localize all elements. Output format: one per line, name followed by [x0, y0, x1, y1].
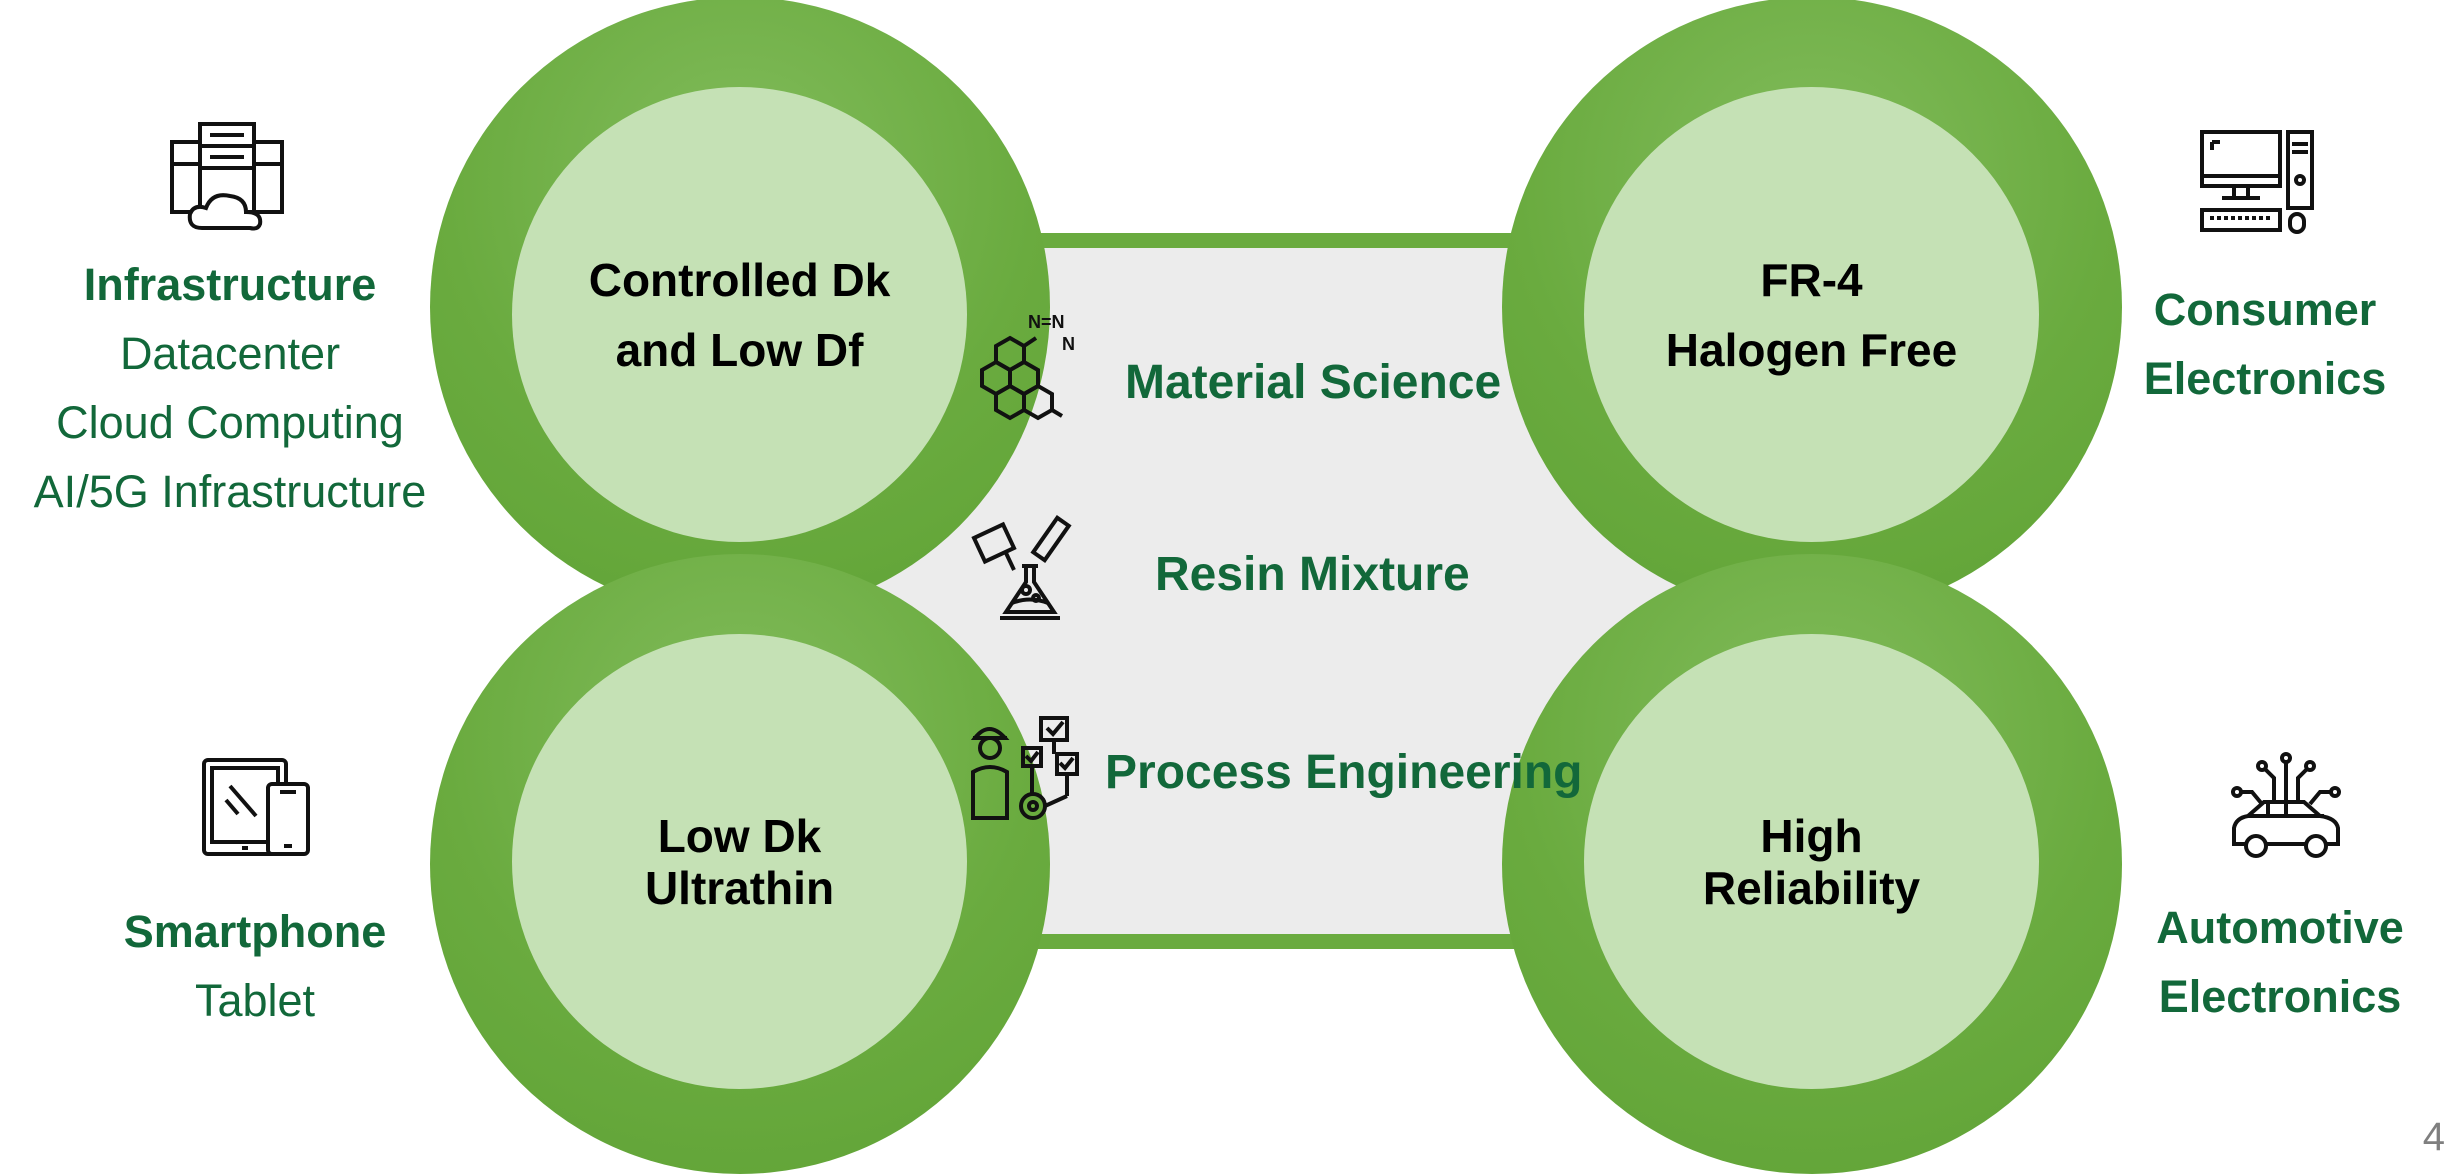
infrastructure-market: Infrastructure Datacenter Cloud Computin… — [5, 250, 455, 526]
engineer-process-icon — [970, 716, 1079, 820]
top-right-circle: FR-4 Halogen Free — [1584, 87, 2039, 542]
infrastructure-title: Infrastructure — [83, 259, 377, 310]
resin-mixture-label: Resin Mixture — [1155, 548, 1470, 601]
desktop-computer-icon — [2200, 130, 2314, 234]
consumer-title: Consumer — [2153, 284, 2377, 335]
electronics-title: Electronics — [2143, 353, 2387, 404]
smartphone-title: Smartphone — [123, 906, 387, 957]
smartphone-market: Smartphone Tablet — [100, 897, 410, 1035]
server-cloud-icon — [170, 122, 284, 231]
low-dk-ultrathin-label: Low Dk Ultrathin — [644, 809, 835, 914]
material-science-label: Material Science — [1125, 356, 1502, 409]
svg-text:N=N: N=N — [1028, 312, 1065, 332]
automotive-electronics-market: Automotive Electronics — [2130, 893, 2430, 1031]
fr4-halogen-free-label: FR-4 Halogen Free — [1665, 253, 1958, 376]
automotive-electronics-title: Electronics — [2158, 971, 2402, 1022]
ai-5g-infrastructure-text: AI/5G Infrastructure — [33, 466, 427, 517]
datacenter-text: Datacenter — [119, 328, 341, 379]
lab-flask-icon — [971, 514, 1072, 620]
bottom-left-circle: Low Dk Ultrathin — [512, 634, 967, 1089]
top-left-circle: Controlled Dk and Low Df — [512, 87, 967, 542]
automotive-title: Automotive — [2156, 902, 2404, 953]
consumer-electronics-market: Consumer Electronics — [2120, 275, 2410, 413]
cloud-computing-text: Cloud Computing — [56, 397, 404, 448]
high-reliability-label: High Reliability — [1702, 809, 1921, 914]
tablet-phone-icon — [202, 758, 310, 856]
connected-car-icon — [2231, 752, 2341, 858]
tablet-text: Tablet — [194, 975, 316, 1026]
controlled-dk-label: Controlled Dk and Low Df — [588, 253, 891, 376]
page-number: 4 — [2422, 1115, 2445, 1159]
svg-text:N: N — [1062, 334, 1075, 354]
bottom-right-circle: High Reliability — [1584, 634, 2039, 1089]
process-engineering-label: Process Engineering — [1105, 746, 1583, 799]
molecule-icon: N=N N — [980, 312, 1075, 421]
